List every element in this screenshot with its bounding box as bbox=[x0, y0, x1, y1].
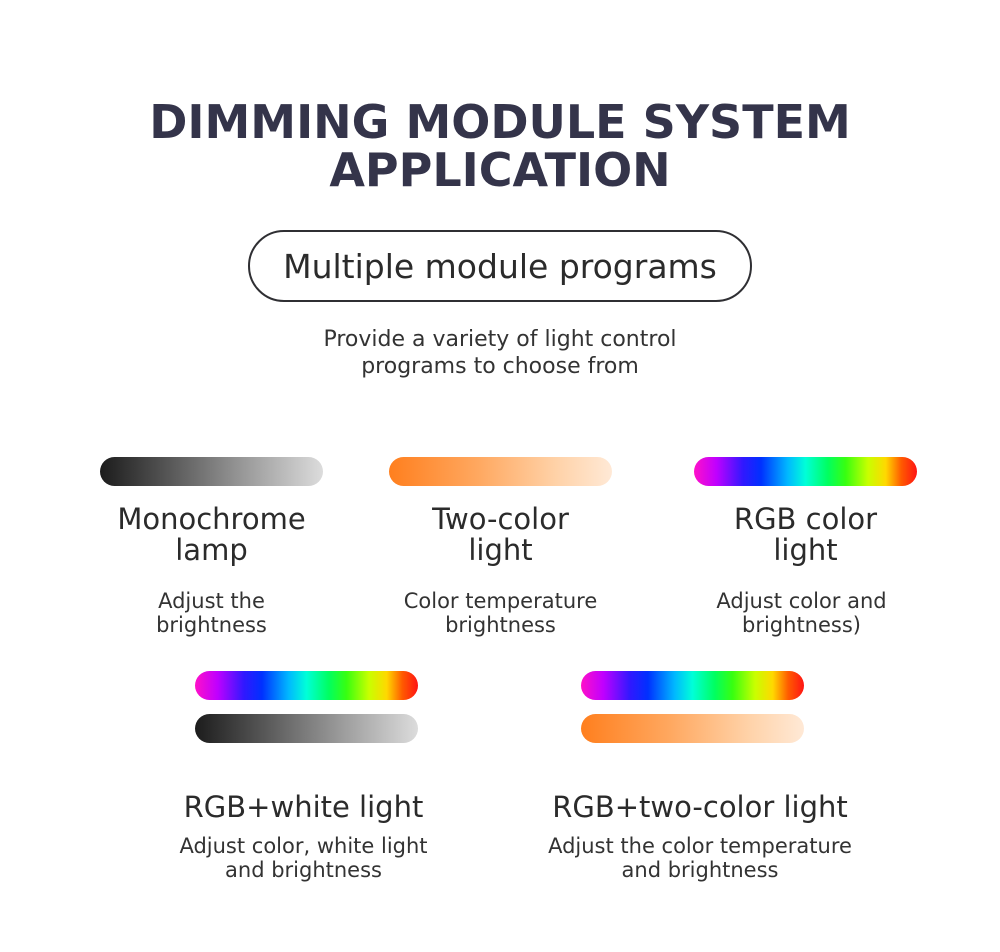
monochrome-lamp-title-line-1: Monochrome bbox=[117, 502, 306, 536]
module-programs-badge: Multiple module programs bbox=[248, 230, 752, 302]
rgb-white-light-desc-line-2: and brightness bbox=[225, 858, 382, 882]
rgb-color-light-title: RGB color light bbox=[654, 504, 957, 566]
rgb-color-light-desc-line-2: brightness) bbox=[742, 613, 861, 637]
two-color-light-description: Color temperature brightness bbox=[349, 589, 652, 637]
monochrome-lamp-description: Adjust the brightness bbox=[60, 589, 363, 637]
rgb-two-color-light-title: RGB+two-color light bbox=[500, 792, 900, 823]
rgb-white-rgb-bar bbox=[195, 671, 418, 700]
rgb-white-light-title-text: RGB+white light bbox=[183, 790, 424, 824]
rgb-two-color-light-title-text: RGB+two-color light bbox=[552, 790, 848, 824]
rgb-white-light-desc-line-1: Adjust color, white light bbox=[179, 834, 428, 858]
rgb-gradient-bar bbox=[694, 457, 917, 486]
two-color-light-title-line-2: light bbox=[468, 533, 533, 567]
two-color-light-title-line-1: Two-color bbox=[432, 502, 569, 536]
two-color-light-title: Two-color light bbox=[349, 504, 652, 566]
monochrome-lamp-desc-line-2: brightness bbox=[156, 613, 267, 637]
rgb-white-light-title: RGB+white light bbox=[110, 792, 497, 823]
monochrome-lamp-title-line-2: lamp bbox=[175, 533, 248, 567]
rgb-color-light-description: Adjust color and brightness) bbox=[650, 589, 953, 637]
rgb-two-color-rgb-bar bbox=[581, 671, 804, 700]
rgb-two-color-light-description: Adjust the color temperature and brightn… bbox=[500, 834, 900, 882]
two-color-light-desc-line-2: brightness bbox=[445, 613, 556, 637]
rgb-color-light-desc-line-1: Adjust color and bbox=[716, 589, 887, 613]
page-title-line-1: DIMMING MODULE SYSTEM bbox=[149, 95, 851, 149]
rgb-two-color-light-desc-line-1: Adjust the color temperature bbox=[548, 834, 852, 858]
rgb-white-light-description: Adjust color, white light and brightness bbox=[110, 834, 497, 882]
monochrome-gradient-bar bbox=[100, 457, 323, 486]
tagline: Provide a variety of light control progr… bbox=[0, 326, 1000, 380]
rgb-two-color-warm-bar bbox=[581, 714, 804, 743]
module-programs-label: Multiple module programs bbox=[283, 246, 717, 286]
tagline-line-2: programs to choose from bbox=[361, 354, 639, 379]
page-title: DIMMING MODULE SYSTEM APPLICATION bbox=[0, 98, 1000, 194]
rgb-two-color-light-desc-line-2: and brightness bbox=[621, 858, 779, 882]
rgb-white-white-bar bbox=[195, 714, 418, 743]
monochrome-lamp-desc-line-1: Adjust the bbox=[158, 589, 265, 613]
two-color-light-desc-line-1: Color temperature bbox=[403, 589, 598, 613]
rgb-color-light-title-line-2: light bbox=[773, 533, 838, 567]
two-color-gradient-bar bbox=[389, 457, 612, 486]
monochrome-lamp-title: Monochrome lamp bbox=[60, 504, 363, 566]
tagline-line-1: Provide a variety of light control bbox=[323, 327, 677, 352]
rgb-color-light-title-line-1: RGB color bbox=[733, 502, 878, 536]
page-title-line-2: APPLICATION bbox=[329, 143, 671, 197]
